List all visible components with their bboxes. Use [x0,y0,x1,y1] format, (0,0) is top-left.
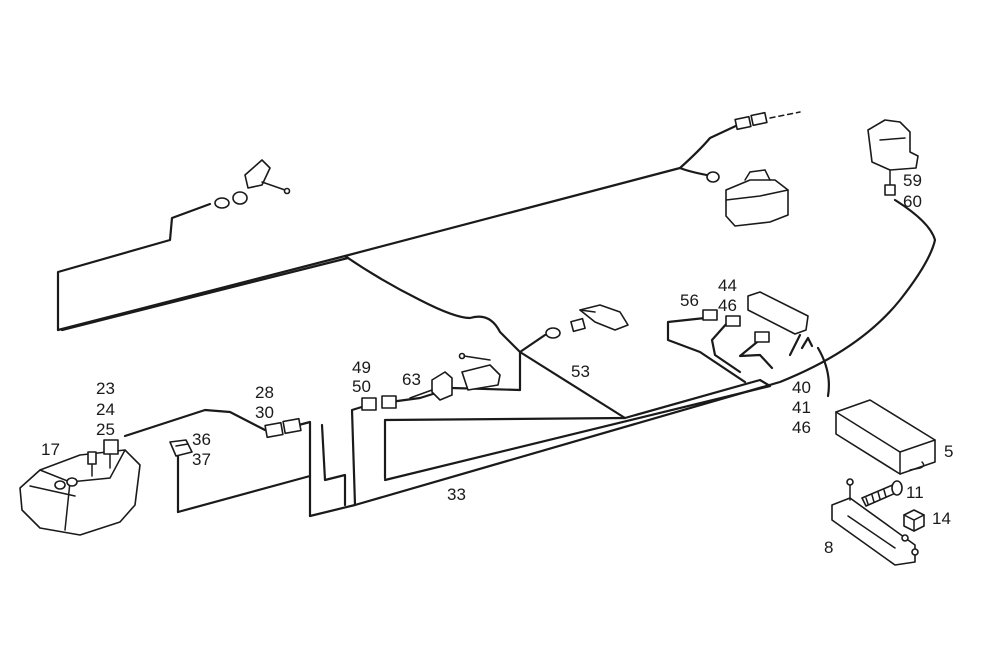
label-56: 56 [680,291,699,310]
connector-top-right [734,111,768,131]
harness-upper-long [56,122,742,332]
connector-40-41-46 [754,331,770,343]
label-25: 25 [96,420,115,439]
curved-cable [816,346,830,398]
harness-right-branch-44 [710,320,742,374]
label-41: 41 [792,398,811,417]
harness-right-branch-40 [738,336,774,370]
harness-dashed-end [769,111,801,119]
label-23: 23 [96,379,115,398]
connector-44-46 [725,291,809,335]
label-28: 28 [255,383,274,402]
component-63 [409,352,501,401]
harness-right-branch-56 [666,316,747,384]
connector-28-30 [264,417,302,439]
label-24: 24 [96,400,115,419]
label-50: 50 [352,377,371,396]
connector-56 [702,309,718,321]
label-33: 33 [447,485,466,504]
label-53: 53 [571,362,590,381]
label-63: 63 [402,370,421,389]
actuator-59-60 [867,119,919,196]
tank-assembly-17 [19,439,141,536]
harness-centre-diagonal [343,254,627,420]
label-40: 40 [792,378,811,397]
label-44: 44 [718,276,737,295]
label-8: 8 [824,538,833,557]
label-30: 30 [255,403,274,422]
bracket-8 [831,478,919,566]
label-11: 11 [906,483,924,502]
harness-branch-63 [388,386,522,404]
harness-lower-run-2 [293,420,312,518]
connector-49-50 [361,395,397,411]
harness-left-to-tank [123,408,267,438]
label-37: 37 [192,450,211,469]
connector-top-left [214,159,291,209]
harness-loop-inner [383,378,772,482]
harness-right-branch-arrow [788,333,802,357]
arrow-indicator [800,336,814,350]
harness-vertical-left [350,404,367,507]
control-unit-upper [706,169,789,227]
nut-14 [903,509,925,532]
control-module-5 [835,399,936,475]
harness-upper-run [56,202,212,332]
label-14: 14 [932,509,951,528]
harness-lower-run [308,198,937,518]
harness-branch-key [518,333,547,392]
label-60: 60 [903,192,922,211]
harness-left-return [176,474,312,514]
label-59: 59 [903,171,922,190]
harness-vertical-left-2 [320,423,347,507]
label-46-top: 46 [718,296,737,315]
label-17: 17 [41,440,60,459]
harness-upper-long-2 [60,256,350,332]
screw-11 [861,480,903,507]
label-5: 5 [944,442,953,461]
label-36: 36 [192,430,211,449]
connector-36-37 [169,439,193,457]
ignition-key [545,304,629,339]
label-46-bottom: 46 [792,418,811,437]
label-49: 49 [352,358,371,377]
